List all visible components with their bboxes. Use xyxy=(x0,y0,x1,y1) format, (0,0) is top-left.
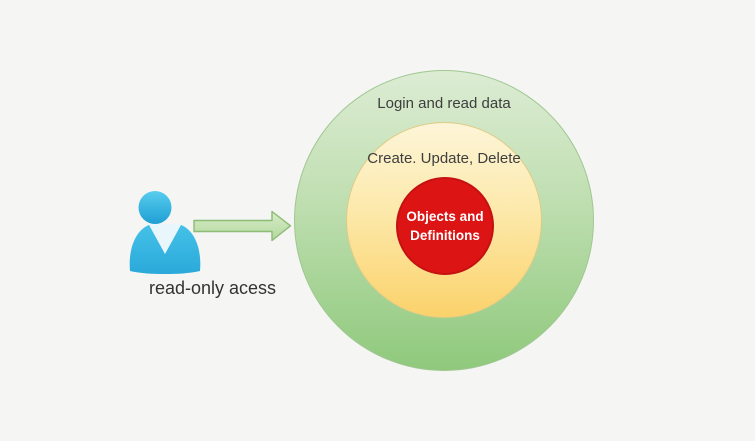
arrow-shape xyxy=(193,210,292,242)
person-neck xyxy=(148,224,182,254)
ring-middle-label: Create. Update, Delete xyxy=(367,150,521,167)
arrow-right-icon xyxy=(193,210,293,242)
ring-inner-label-line2: Definitions xyxy=(410,228,480,243)
person-head xyxy=(138,191,172,224)
ring-inner-label-line1: Objects and xyxy=(406,209,484,224)
ring-outer: Login and read data Create. Update, Dele… xyxy=(294,70,594,371)
ring-outer-label: Login and read data xyxy=(377,95,511,112)
person-icon xyxy=(127,190,205,274)
ring-middle: Create. Update, Delete Objects and Defin… xyxy=(346,122,542,318)
ring-inner: Objects and Definitions xyxy=(396,177,494,275)
actor-label: read-only acess xyxy=(148,278,277,298)
